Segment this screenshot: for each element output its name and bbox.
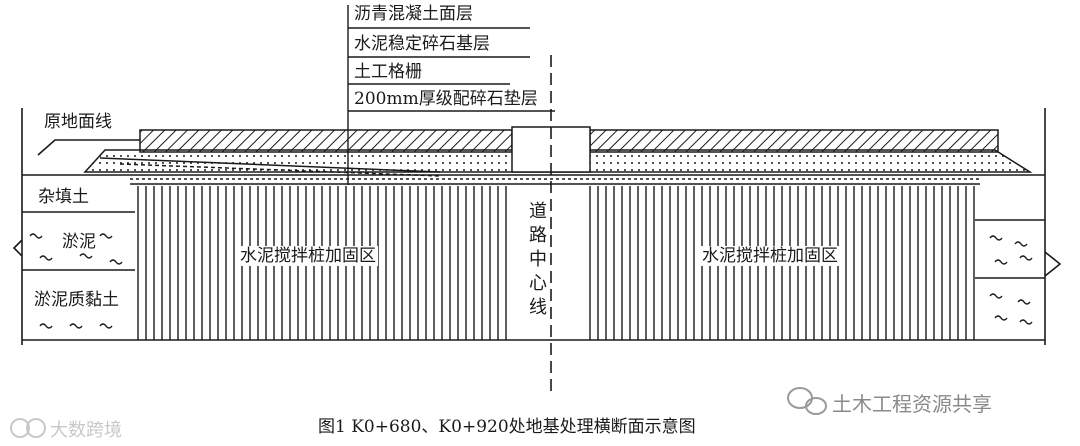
soil-mark (989, 235, 1003, 241)
soil-label-fill: 杂填土 (36, 187, 91, 207)
centerline-label: 道路中心线 (526, 200, 550, 320)
brand-logo-icon (10, 418, 46, 438)
soil-mark (99, 323, 113, 329)
soil-mark (39, 255, 53, 261)
soil-mark (39, 323, 53, 329)
zone-label-right: 水泥搅拌桩加固区 (700, 246, 840, 266)
soil-mark (99, 233, 113, 239)
figure-caption: 图1 K0+680、K0+920处地基处理横断面示意图 (318, 417, 696, 437)
soil-mark (1019, 319, 1033, 325)
embankment (83, 126, 1033, 185)
soil-mark (994, 259, 1008, 265)
soil-mark (29, 233, 43, 239)
soil-mark (69, 323, 83, 329)
soil-mark (1014, 241, 1028, 247)
original-ground-label: 原地面线 (42, 112, 114, 132)
soil-mark (989, 293, 1003, 299)
watermark-left: 大数跨境 (50, 420, 122, 441)
watermark-right: 土木工程资源共享 (832, 392, 992, 416)
layer-label-gravel-cushion: 200mm厚级配碎石垫层 (352, 89, 540, 109)
soil-label-silt: 淤泥 (60, 232, 98, 252)
layer-leader-lines (347, 5, 555, 185)
soil-mark (109, 259, 123, 265)
layer-label-geogrid: 土工格栅 (352, 62, 424, 82)
soil-mark (1017, 299, 1031, 305)
soil-mark (79, 253, 93, 259)
soil-mark (994, 315, 1008, 321)
soil-mark (1019, 255, 1033, 261)
layer-label-asphalt: 沥青混凝土面层 (352, 4, 475, 24)
layer-label-cement-base: 水泥稳定碎石基层 (352, 34, 492, 54)
wechat-icon (787, 387, 827, 415)
zone-label-left: 水泥搅拌桩加固区 (238, 246, 378, 266)
soil-marks (29, 233, 1033, 329)
ground-layers (12, 108, 1062, 345)
soil-label-silty-clay: 淤泥质黏土 (32, 290, 121, 310)
